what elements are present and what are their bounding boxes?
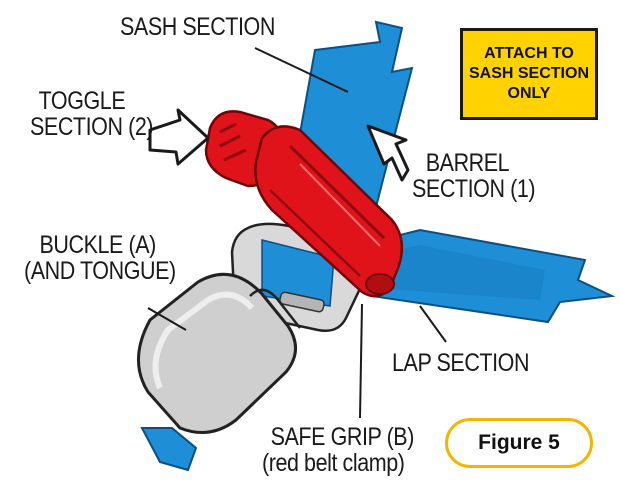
buckle-label-line1: BUCKLE (A): [39, 231, 156, 259]
buckle-label: BUCKLE (A) (AND TONGUE): [24, 232, 176, 284]
attach-note-box: ATTACH TO SASH SECTION ONLY: [460, 28, 598, 120]
lap-section-label: LAP SECTION: [392, 349, 530, 377]
toggle-section-label-line1: TOGGLE: [38, 87, 126, 115]
safe-grip-label: SAFE GRIP (B) (red belt clamp): [262, 424, 414, 476]
barrel-section-label-line2: SECTION (1): [412, 175, 536, 203]
leader-lines: [147, 47, 447, 419]
safe-grip-label-line2: (red belt clamp): [262, 449, 405, 477]
toggle-section-label-line2: SECTION (2): [30, 113, 154, 141]
toggle-section-label: TOGGLE SECTION (2): [30, 87, 154, 141]
barrel-arrow-icon: [366, 124, 410, 182]
sash-section-label: SASH SECTION: [120, 13, 275, 41]
buckle-label-line2: (AND TONGUE): [24, 257, 176, 285]
attach-note-line1: ATTACH TO: [484, 45, 574, 62]
barrel-section-label: BARREL SECTION (1): [412, 149, 536, 203]
safe-grip-clamp: [204, 110, 404, 298]
toggle-arrow-icon: [148, 108, 210, 166]
figure-label-text: Figure 5: [478, 431, 560, 454]
buckle-body: [137, 272, 301, 472]
safe-grip-label-line1: SAFE GRIP (B): [270, 423, 415, 451]
barrel-section-label-line1: BARREL: [425, 149, 510, 177]
attach-note-line2: SASH SECTION: [468, 65, 589, 82]
attach-note-line3: ONLY: [507, 85, 551, 102]
figure-label: Figure 5: [445, 418, 593, 468]
